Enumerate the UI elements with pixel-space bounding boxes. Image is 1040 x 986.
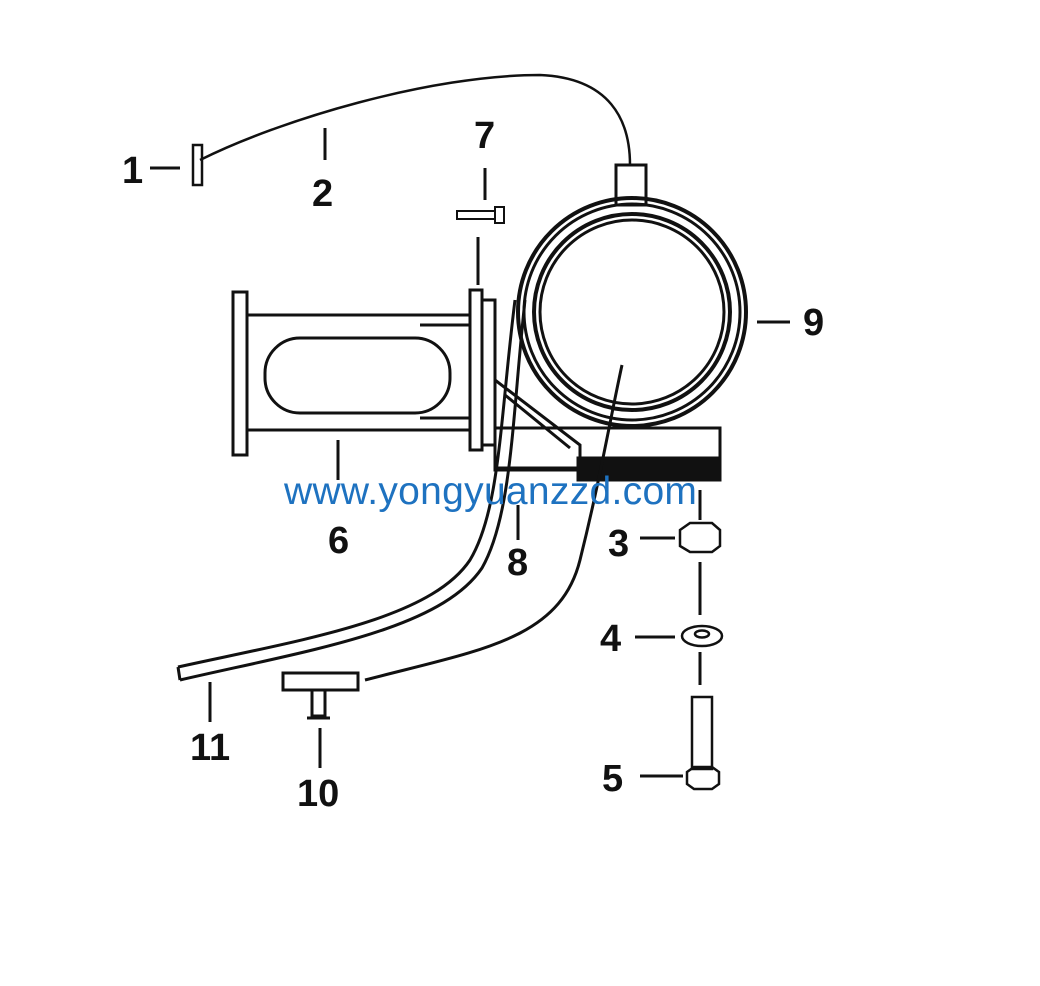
part-6-bracket bbox=[231, 288, 497, 457]
part-3-nut bbox=[678, 521, 722, 554]
callout-4: 4 bbox=[600, 618, 622, 660]
callout-8: 8 bbox=[507, 542, 529, 584]
callout-5: 5 bbox=[602, 758, 624, 800]
callout-6: 6 bbox=[328, 520, 350, 562]
part-4-washer bbox=[680, 624, 724, 648]
part-10-cable bbox=[364, 364, 624, 682]
callout-10: 10 bbox=[297, 773, 340, 815]
part-10-handle bbox=[281, 671, 360, 720]
callout-1: 1 bbox=[122, 150, 144, 192]
part-8-base bbox=[493, 376, 722, 482]
callout-7: 7 bbox=[474, 115, 496, 157]
part-1-clip bbox=[191, 143, 204, 187]
part-5-bolt bbox=[685, 695, 721, 791]
callout-11: 11 bbox=[190, 727, 231, 769]
part-11-hose bbox=[176, 299, 527, 682]
watermark: www.yongyuanzzd.com bbox=[284, 470, 698, 513]
callout-3: 3 bbox=[608, 523, 630, 565]
callout-9: 9 bbox=[803, 302, 825, 344]
part-7-bolt bbox=[456, 206, 505, 224]
part-2-cable bbox=[199, 73, 632, 166]
part-9-ring bbox=[516, 163, 748, 428]
callout-2: 2 bbox=[312, 173, 334, 215]
